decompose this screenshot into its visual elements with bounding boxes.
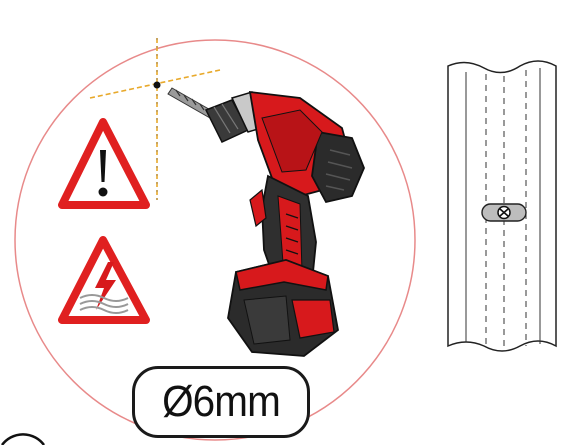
electric-hazard-icon [58, 236, 150, 324]
screw-head-icon [481, 203, 527, 222]
warning-triangle-icon [58, 118, 150, 209]
partial-circle-symbol [0, 433, 46, 445]
drill-size-label: Ø6mm [162, 377, 281, 426]
crosshair-target [89, 38, 221, 200]
work-area-circle [14, 39, 416, 441]
cordless-drill [167, 87, 365, 357]
drill-size-box: Ø6mm [132, 366, 310, 438]
